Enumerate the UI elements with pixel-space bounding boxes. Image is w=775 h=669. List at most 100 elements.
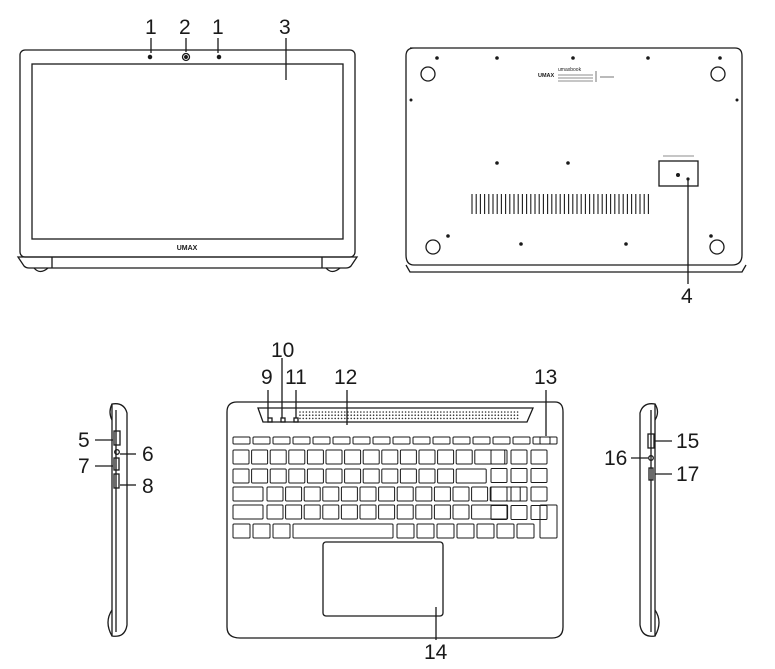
webcam xyxy=(181,52,191,62)
speaker-hole xyxy=(452,411,455,413)
left-side-top-curve xyxy=(109,403,113,421)
callout-13: 13 xyxy=(534,366,558,389)
speaker-hole xyxy=(302,411,305,413)
key xyxy=(306,468,324,484)
speaker-hole xyxy=(398,411,401,413)
speaker-hole xyxy=(401,417,404,420)
hinge-bar xyxy=(257,407,534,423)
speaker-hole xyxy=(433,417,436,420)
speaker-hole xyxy=(491,411,493,413)
speaker-hole xyxy=(318,417,321,420)
speaker-hole xyxy=(420,414,423,417)
speaker-hole xyxy=(414,417,417,420)
key xyxy=(396,504,414,520)
speaker-hole xyxy=(484,414,487,417)
key xyxy=(433,486,451,502)
speaker-hole xyxy=(385,417,388,420)
speaker-hole xyxy=(440,414,442,417)
speaker-hole xyxy=(436,411,439,413)
speaker-hole xyxy=(344,411,346,413)
speaker-hole xyxy=(446,414,449,417)
speaker-hole xyxy=(408,411,410,413)
key xyxy=(362,468,380,484)
speaker-hole xyxy=(315,411,317,413)
rubber-foot-br xyxy=(709,239,725,255)
speaker-hole xyxy=(321,411,324,413)
key xyxy=(292,523,394,539)
speaker-hole xyxy=(465,411,468,413)
key xyxy=(332,436,351,445)
speaker-hole xyxy=(424,414,426,417)
speaker-hole xyxy=(500,414,503,417)
speaker-hole xyxy=(334,414,337,417)
speaker-hole xyxy=(369,411,372,413)
key xyxy=(418,449,436,465)
speaker-hole xyxy=(504,417,506,420)
speaker-hole xyxy=(385,411,388,413)
callout-7: 7 xyxy=(78,455,90,478)
speaker-hole xyxy=(481,414,484,417)
key xyxy=(396,486,414,502)
key xyxy=(352,436,371,445)
speaker-hole xyxy=(459,411,461,413)
speaker-hole xyxy=(497,414,500,417)
speaker-hole xyxy=(388,417,391,420)
key xyxy=(539,504,558,539)
speaker-hole xyxy=(436,417,439,420)
display-panel xyxy=(31,63,344,240)
callout-9: 9 xyxy=(261,366,273,389)
speaker-hole xyxy=(372,417,375,420)
speaker-hole xyxy=(408,414,410,417)
key xyxy=(312,436,331,445)
speaker-hole xyxy=(315,417,317,420)
leader-4-dot xyxy=(686,177,690,181)
status-led-11 xyxy=(293,417,299,423)
key xyxy=(392,436,411,445)
callout-14: 14 xyxy=(424,641,448,664)
speaker-hole xyxy=(494,414,497,417)
right-side-top-curve xyxy=(654,403,659,421)
speaker-hole xyxy=(321,414,324,417)
speaker-hole xyxy=(497,411,500,413)
callout-16: 16 xyxy=(604,447,628,470)
speaker-hole xyxy=(379,414,381,417)
key xyxy=(272,523,291,539)
speaker-hole xyxy=(414,414,417,417)
speaker-hole xyxy=(328,411,330,413)
foot-left xyxy=(33,267,49,273)
port-17 xyxy=(648,467,654,481)
speaker-hole xyxy=(427,414,429,417)
key xyxy=(530,505,548,520)
speaker-hole xyxy=(382,411,385,413)
speaker-hole xyxy=(363,414,365,417)
left-side-foot xyxy=(107,609,113,637)
callout-6: 6 xyxy=(142,443,154,466)
top-view xyxy=(226,358,564,640)
deck-outline xyxy=(226,401,564,639)
key xyxy=(432,436,451,445)
key xyxy=(285,504,303,520)
speaker-hole xyxy=(398,417,401,420)
speaker-hole xyxy=(353,411,356,413)
speaker-hole xyxy=(366,411,369,413)
speaker-hole xyxy=(312,411,314,413)
key xyxy=(251,468,269,484)
speaker-hole xyxy=(424,411,426,413)
rubber-foot-tr xyxy=(710,66,726,82)
key xyxy=(455,449,473,465)
speaker-hole xyxy=(443,414,445,417)
callout-2-webcam: 2 xyxy=(179,16,191,39)
speaker-hole xyxy=(484,417,487,420)
speaker-hole xyxy=(510,417,512,420)
key xyxy=(288,449,306,465)
speaker-hole xyxy=(513,417,516,420)
key xyxy=(266,486,284,502)
speaker-hole xyxy=(404,417,407,420)
speaker-hole xyxy=(344,414,346,417)
speaker-hole xyxy=(331,414,333,417)
key xyxy=(399,449,417,465)
key xyxy=(269,449,287,465)
speaker-hole xyxy=(408,417,410,420)
speaker-hole xyxy=(481,417,484,420)
